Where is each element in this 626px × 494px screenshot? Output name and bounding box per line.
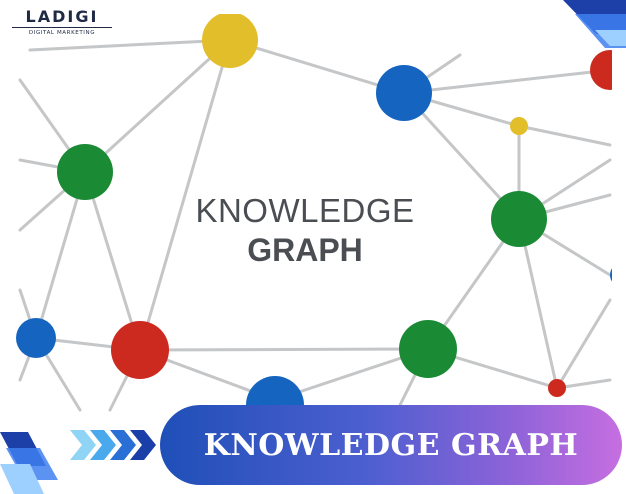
graph-node-red-center (111, 321, 169, 379)
logo-wordmark: LADIGI (25, 7, 99, 26)
graph-edge (228, 38, 406, 95)
graph-node-green-left (57, 144, 113, 200)
center-title-line2: GRAPH (247, 232, 363, 268)
logo-tagline: DIGITAL MARKETING (12, 27, 112, 36)
chevron-arrows-icon (70, 430, 156, 460)
graph-node-blue-left (16, 318, 56, 358)
top-edge-mask (180, 0, 290, 14)
graph-node-green-right (491, 191, 547, 247)
graph-edge (138, 38, 232, 352)
graph-edge (28, 38, 232, 52)
center-title-line1: KNOWLEDGE (195, 192, 415, 229)
graph-edge (517, 124, 612, 147)
center-title: KNOWLEDGE GRAPH (170, 192, 440, 270)
graph-edge (402, 68, 612, 95)
graph-edge (83, 38, 232, 174)
graph-edge (34, 170, 87, 340)
graph-node-red-small (548, 379, 566, 397)
graph-edge (555, 298, 612, 390)
right-edge-mask (612, 40, 626, 400)
banner-title: KNOWLEDGE GRAPH (203, 427, 579, 463)
graph-node-green-bottom (399, 320, 457, 378)
brand-logo[interactable]: LADIGI DIGITAL MARKETING (12, 8, 112, 36)
graph-edge (83, 170, 142, 352)
title-banner: KNOWLEDGE GRAPH (160, 405, 622, 485)
corner-decoration-top-right (563, 0, 626, 48)
graph-node-yellow-top (202, 12, 258, 68)
graph-edge (517, 217, 559, 390)
corner-decoration-bottom-left (0, 432, 58, 494)
graph-node-yellow-small (510, 117, 528, 135)
graph-edge (138, 347, 430, 352)
graph-node-blue-top (376, 65, 432, 121)
graph-edge (402, 91, 521, 221)
